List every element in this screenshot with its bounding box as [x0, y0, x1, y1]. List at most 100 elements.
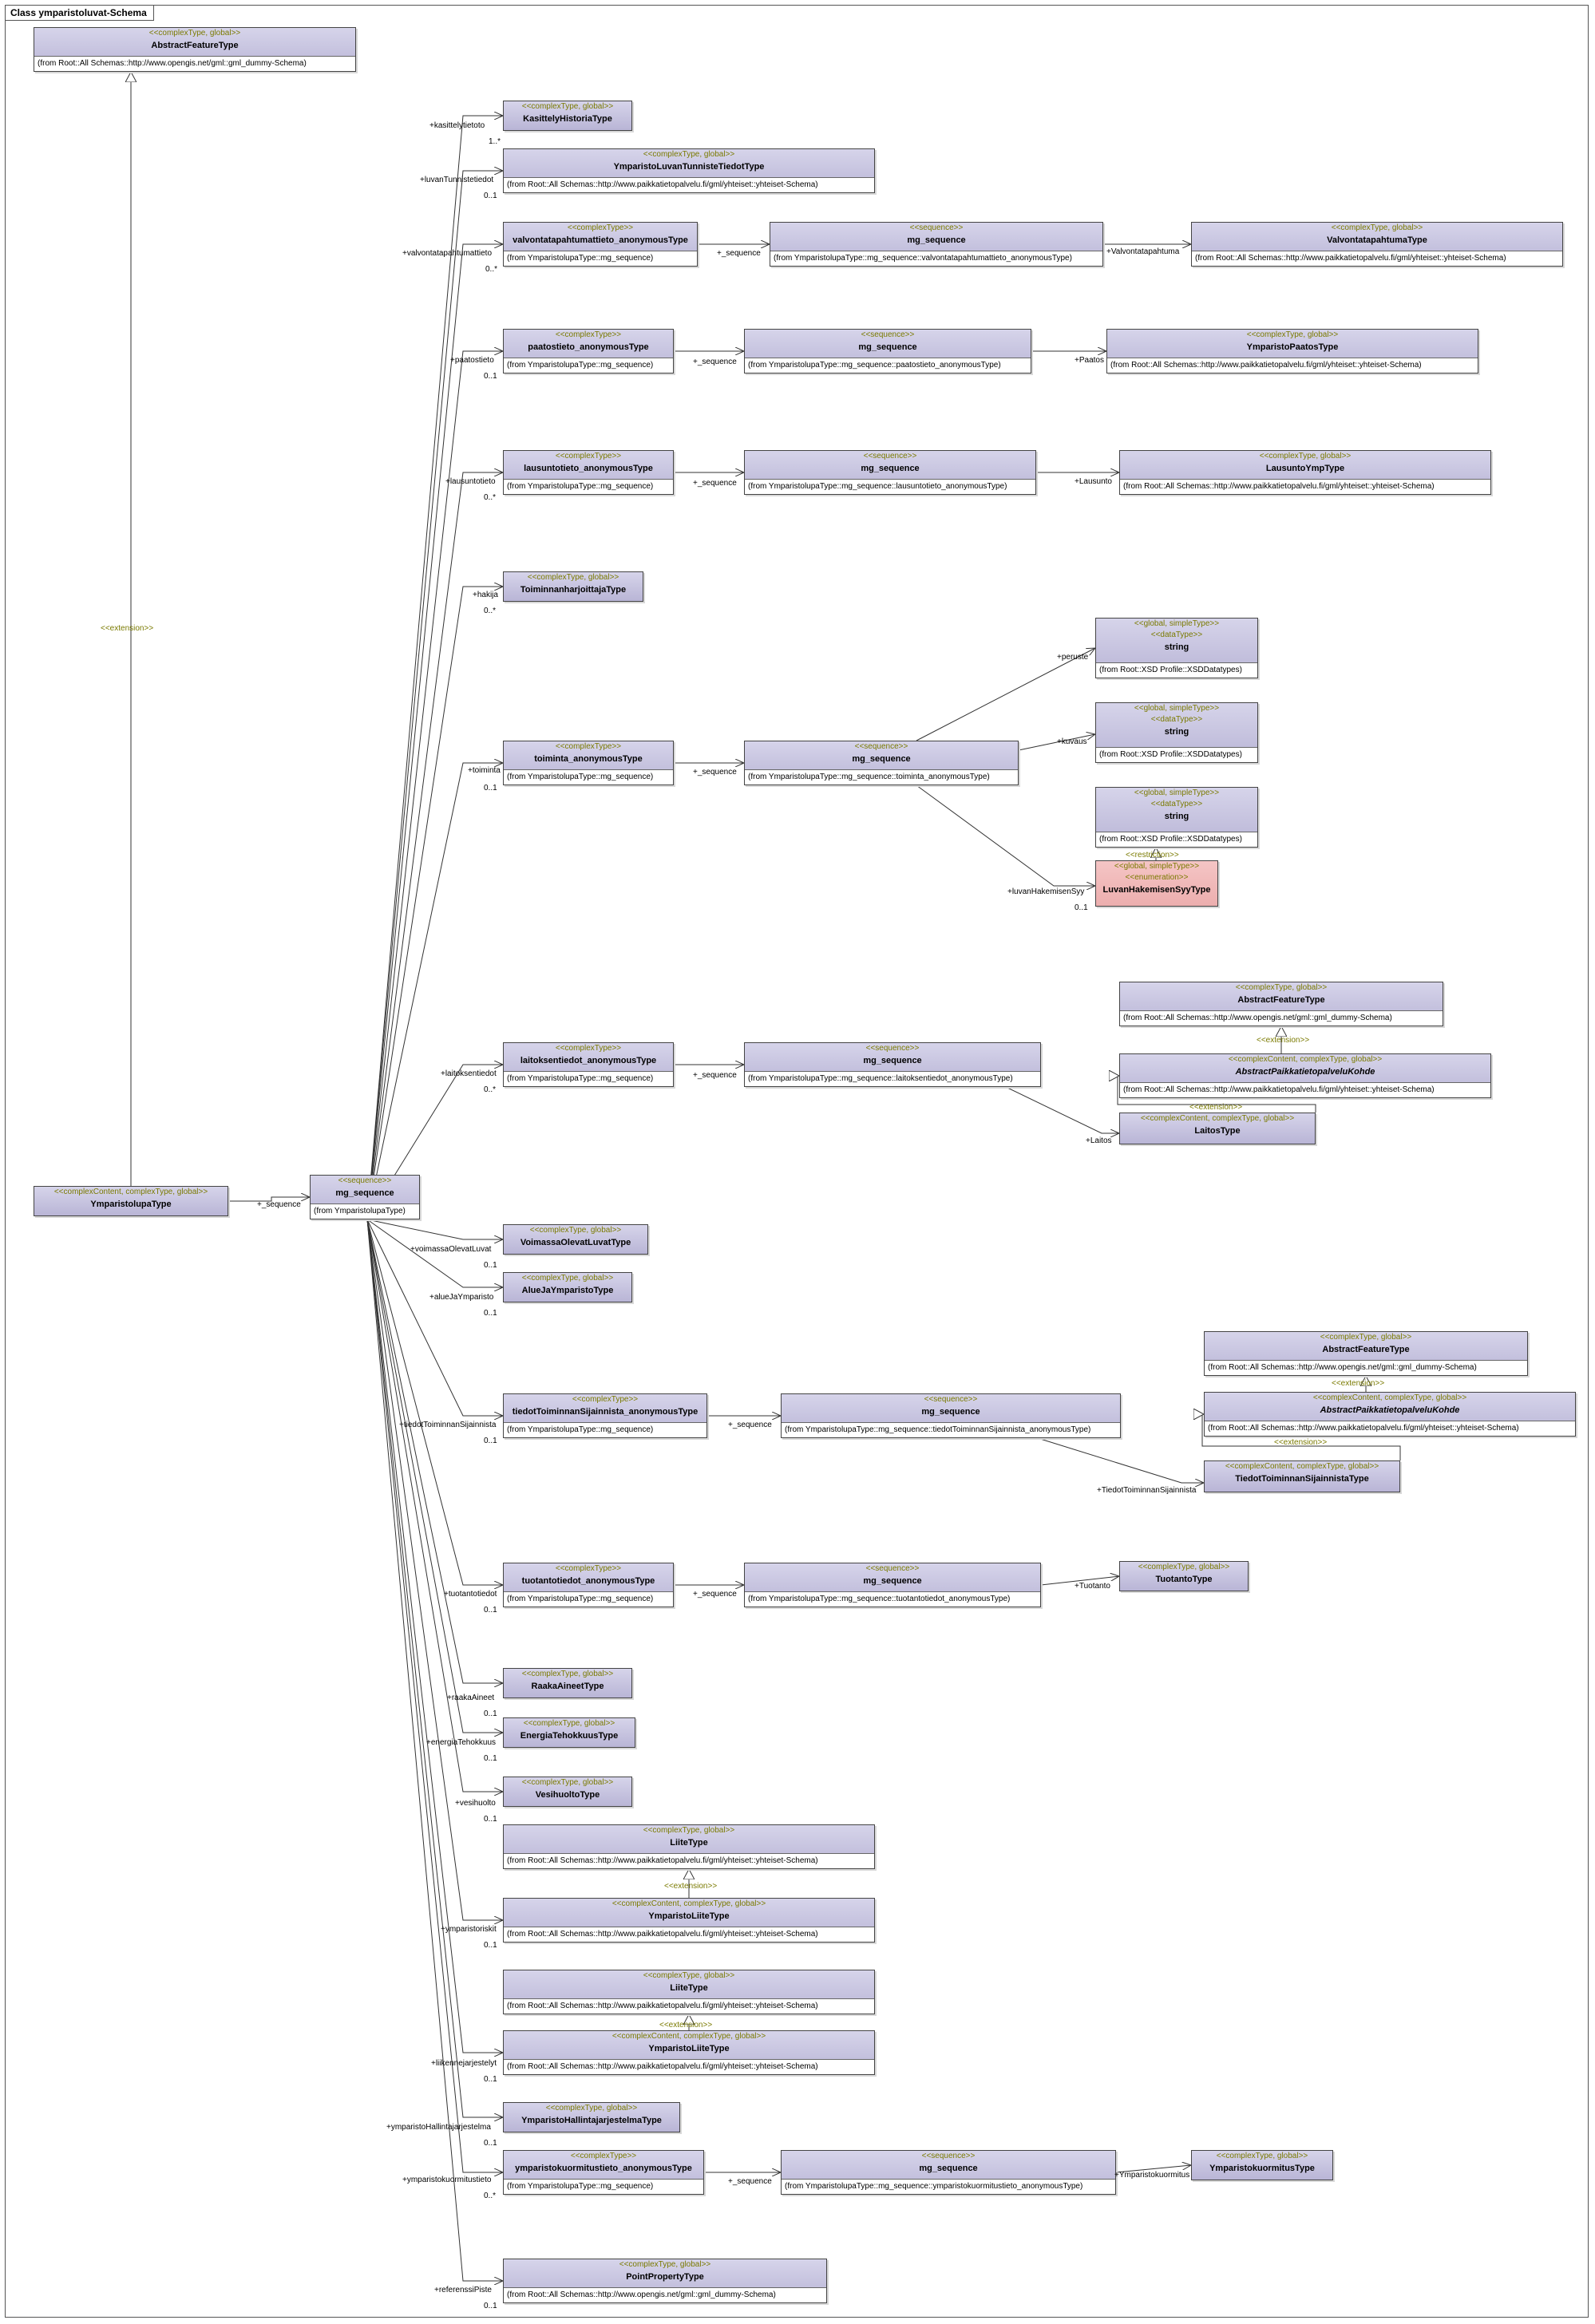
- class-box-laitostype[interactable]: <<complexContent, complexType, global>>L…: [1119, 1113, 1316, 1144]
- stereotype-label: <<sequence>>: [924, 1395, 978, 1404]
- class-box-mg-sequence[interactable]: <<sequence>>mg_sequence(from Ymparistolu…: [744, 1563, 1041, 1607]
- class-box-paatostieto-anonymoustype[interactable]: <<complexType>>paatostieto_anonymousType…: [503, 329, 674, 374]
- class-box-raakaaineettype[interactable]: <<complexType, global>>RaakaAineetType: [503, 1668, 632, 1698]
- relation-stereotype-label: <<extension>>: [1274, 1438, 1328, 1447]
- class-name: YmparistoLiiteType: [648, 2044, 730, 2053]
- role-label: +kasittelytietoto: [429, 121, 485, 130]
- association-connector: [366, 351, 503, 1220]
- class-box-ymparistopaatostype[interactable]: <<complexType, global>>YmparistoPaatosTy…: [1106, 329, 1478, 374]
- class-box-ymparistoluvantunnistetiedottype[interactable]: <<complexType, global>>YmparistoLuvanTun…: [503, 148, 875, 193]
- multiplicity-label: 0..1: [484, 1606, 497, 1615]
- class-name: RaakaAineetType: [531, 1682, 604, 1691]
- class-origin: (from YmparistolupaType::mg_sequence): [504, 769, 673, 785]
- class-name: LausuntoYmpType: [1265, 464, 1345, 473]
- stereotype-label: <<sequence>>: [861, 330, 915, 339]
- diagram-title: Class ymparistoluvat-Schema: [6, 6, 154, 21]
- association-connector: [366, 1219, 503, 1239]
- role-label: +vesihuolto: [455, 1799, 496, 1808]
- class-box-valvontatapahtumatype[interactable]: <<complexType, global>>Valvontatapahtuma…: [1191, 222, 1563, 267]
- class-box-liitetype[interactable]: <<complexType, global>>LiiteType(from Ro…: [503, 1824, 875, 1869]
- stereotype-label: <<complexType, global>>: [521, 102, 614, 111]
- role-label: +tuotantotiedot: [444, 1590, 497, 1599]
- association-connector: [916, 785, 1095, 886]
- role-label: +referenssiPiste: [434, 2286, 492, 2294]
- class-box-ymparistokuormitustieto-anonymoustype[interactable]: <<complexType>>ymparistokuormitustieto_a…: [503, 2150, 704, 2195]
- class-box-voimassaolevatluvattype[interactable]: <<complexType, global>>VoimassaOlevatLuv…: [503, 1224, 648, 1255]
- multiplicity-label: 0..1: [484, 1941, 497, 1950]
- class-box-abstractfeaturetype[interactable]: <<complexType, global>>AbstractFeatureTy…: [1119, 982, 1443, 1026]
- role-label: +ymparistokuormitustieto: [402, 2176, 492, 2184]
- association-connector: [366, 116, 503, 1220]
- class-box-string[interactable]: <<global, simpleType>><<dataType>>string…: [1095, 702, 1258, 763]
- stereotype-label: <<global, simpleType>>: [1134, 788, 1220, 797]
- class-box-mg-sequence[interactable]: <<sequence>>mg_sequence(from Ymparistolu…: [781, 2150, 1116, 2195]
- class-box-ymparistoliitetype[interactable]: <<complexContent, complexType, global>>Y…: [503, 1898, 875, 1943]
- class-box-aluejaymparistotype[interactable]: <<complexType, global>>AlueJaYmparistoTy…: [503, 1272, 632, 1302]
- class-box-tuotantotype[interactable]: <<complexType, global>>TuotantoType: [1119, 1561, 1249, 1591]
- class-box-ymparistokuormitustype[interactable]: <<complexType, global>>Ymparistokuormitu…: [1191, 2150, 1333, 2180]
- class-box-mg-sequence[interactable]: <<sequence>>mg_sequence(from Ymparistolu…: [744, 1042, 1041, 1087]
- role-label: +_sequence: [693, 479, 737, 488]
- multiplicity-label: 0..1: [1075, 903, 1088, 912]
- class-origin: (from Root::All Schemas::http://www.open…: [1205, 1360, 1527, 1375]
- stereotype-label: <<complexType, global>>: [1216, 2152, 1308, 2160]
- class-box-kasittelyhistoriatype[interactable]: <<complexType, global>> KasittelyHistoria…: [503, 101, 632, 131]
- multiplicity-label: 0..*: [484, 2192, 497, 2200]
- class-name: PointPropertyType: [626, 2272, 704, 2282]
- class-origin: (from Root::XSD Profile::XSDDatatypes): [1096, 832, 1257, 847]
- association-connector: [366, 1219, 503, 2281]
- class-name: KasittelyHistoriaType: [523, 114, 612, 124]
- class-box-abstractpaikkatietopalvelukohde[interactable]: <<complexContent, complexType, global>>A…: [1119, 1053, 1491, 1098]
- class-box-lausuntotieto-anonymoustype[interactable]: <<complexType>>lausuntotieto_anonymousTy…: [503, 450, 674, 495]
- class-box-mg-sequence[interactable]: <<sequence>>mg_sequence(from Ymparistolu…: [781, 1393, 1121, 1438]
- class-box-abstractpaikkatietopalvelukohde[interactable]: <<complexContent, complexType, global>>A…: [1204, 1392, 1576, 1437]
- relation-stereotype-label: <<restriction>>: [1126, 851, 1179, 860]
- class-box-abstractfeaturetype[interactable]: <<complexType, global>>AbstractFeatureTy…: [34, 27, 356, 72]
- class-box-energiatehokkuustype[interactable]: <<complexType, global>>EnergiaTehokkuusT…: [503, 1717, 635, 1748]
- class-origin: (from YmparistolupaType::mg_sequence::ti…: [782, 1422, 1120, 1437]
- association-connector: [366, 1219, 503, 2053]
- class-box-string[interactable]: <<global, simpleType>><<dataType>>string…: [1095, 618, 1258, 678]
- class-name: mg_sequence: [907, 235, 966, 245]
- class-name: AbstractFeatureType: [151, 41, 239, 50]
- class-box-ymparistohallintajarjestelmatype[interactable]: <<complexType, global>>YmparistoHallinta…: [503, 2102, 680, 2132]
- class-box-mg-sequence[interactable]: <<sequence>>mg_sequence(from Ymparistolu…: [744, 329, 1031, 374]
- class-box-mg-sequence[interactable]: <<sequence>>mg_sequence(from Ymparistolu…: [744, 741, 1019, 785]
- class-box-mg-sequence[interactable]: <<sequence>>mg_sequence(from Ymparistolu…: [770, 222, 1103, 267]
- class-box-abstractfeaturetype[interactable]: <<complexType, global>>AbstractFeatureTy…: [1204, 1331, 1528, 1376]
- class-box-mg-sequence[interactable]: <<sequence>>mg_sequence(from Ymparistolu…: [744, 450, 1036, 495]
- class-name: TuotantoType: [1155, 1575, 1213, 1584]
- class-box-liitetype[interactable]: <<complexType, global>>LiiteType(from Ro…: [503, 1970, 875, 2014]
- stereotype-label: <<complexContent, complexType, global>>: [611, 1899, 766, 1908]
- class-box-lausuntoymptype[interactable]: <<complexType, global>>LausuntoYmpType(f…: [1119, 450, 1491, 495]
- class-origin: (from Root::All Schemas::http://www.open…: [504, 2287, 826, 2302]
- role-label: +Laitos: [1086, 1136, 1112, 1145]
- class-origin: (from YmparistolupaType::mg_sequence): [504, 479, 673, 494]
- class-box-tiedottoiminnansijainnistatype[interactable]: <<complexContent, complexType, global>>T…: [1204, 1460, 1400, 1492]
- class-box-valvontatapahtumattieto-anonymoustype[interactable]: <<complexType>>valvontatapahtumattieto_a…: [503, 222, 698, 267]
- class-box-laitoksentiedot-anonymoustype[interactable]: <<complexType>>laitoksentiedot_anonymous…: [503, 1042, 674, 1087]
- class-box-pointpropertytype[interactable]: <<complexType, global>>PointPropertyType…: [503, 2259, 827, 2303]
- class-box-tuotantotiedot-anonymoustype[interactable]: <<complexType>>tuotantotiedot_anonymousT…: [503, 1563, 674, 1607]
- class-box-vesihuoltotype[interactable]: <<complexType, global>>VesihuoltoType: [503, 1777, 632, 1807]
- class-box-toiminta-anonymoustype[interactable]: <<complexType>>toiminta_anonymousType(fr…: [503, 741, 674, 785]
- association-connector: [228, 1197, 310, 1202]
- multiplicity-label: 0..*: [485, 265, 498, 274]
- class-box-tiedottoiminnansijainnista-anonymoustype[interactable]: <<complexType>>tiedotToiminnanSijainnist…: [503, 1393, 707, 1438]
- class-name: AbstractFeatureType: [1322, 1345, 1410, 1354]
- class-box-string[interactable]: <<global, simpleType>><<dataType>>string…: [1095, 787, 1258, 848]
- class-origin: (from Root::All Schemas::http://www.paik…: [1205, 1421, 1575, 1436]
- class-box-mg-sequence[interactable]: <<sequence>>mg_sequence(from Ymparistolu…: [310, 1175, 420, 1219]
- class-box-ymparistolupatype[interactable]: <<complexContent, complexType, global>>Y…: [34, 1186, 228, 1216]
- class-name: valvontatapahtumattieto_anonymousType: [513, 235, 688, 245]
- multiplicity-label: 0..1: [484, 1261, 497, 1270]
- class-box-toiminnanharjoittajatype[interactable]: <<complexType, global>>Toiminnanharjoitt…: [503, 571, 643, 602]
- class-box-ymparistoliitetype[interactable]: <<complexContent, complexType, global>>Y…: [503, 2030, 875, 2075]
- class-origin: (from YmparistolupaType::mg_sequence): [504, 1591, 673, 1607]
- stereotype-label-secondary: <<dataType>>: [1150, 800, 1203, 808]
- class-origin: (from Root::All Schemas::http://www.paik…: [504, 2059, 874, 2074]
- class-box-luvanhakemisensyytype[interactable]: <<global, simpleType>><<enumeration>>Luv…: [1095, 860, 1218, 907]
- association-connector: [366, 1219, 503, 1287]
- stereotype-label: <<complexType, global>>: [521, 1274, 614, 1283]
